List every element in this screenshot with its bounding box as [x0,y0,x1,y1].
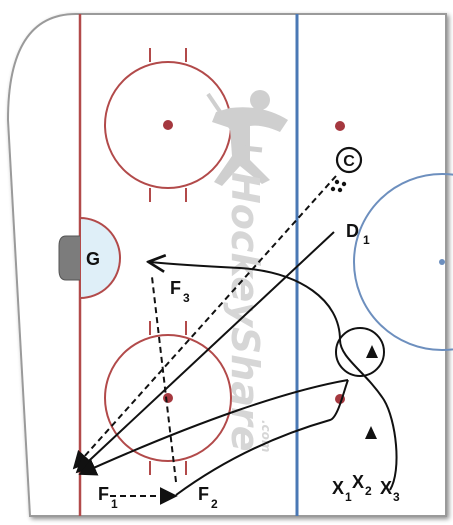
drill-paths [72,175,398,505]
watermark-suffix: .com [259,420,273,452]
pylon-upper [366,345,378,358]
skate-route [150,262,398,491]
neutral-dot-top [335,121,345,131]
puck-pile [330,179,347,193]
pivot-circle [335,327,385,377]
watermark-brand: HockeyShare [223,172,267,451]
rink-boards [6,13,447,517]
bottom-faceoff-dot [163,393,173,403]
line-player-2: X2 [352,472,372,498]
f2-f3-pass [151,276,177,483]
watermark: HockeyShare .com [206,90,288,452]
waiting-line: X1 X2 X3 [332,472,400,504]
center-ice-dot [439,259,445,265]
bottom-faceoff-circle [104,321,232,475]
goal-crease [79,216,121,300]
pylon-lower [365,426,377,439]
goalie-label: G [86,249,100,269]
top-faceoff-dot [163,120,173,130]
line-player-1: X1 [332,478,352,504]
coach-marker [335,146,363,174]
center-ice-circle [353,173,453,351]
defense-shot [75,231,335,474]
coach-label: C [343,153,355,170]
watermark-player-silhouette [206,90,288,186]
coach-pass [72,175,337,470]
return-pass [78,379,349,476]
line-player-3: X3 [380,478,400,504]
f2-swoop [175,379,349,496]
goal-net [58,235,80,281]
